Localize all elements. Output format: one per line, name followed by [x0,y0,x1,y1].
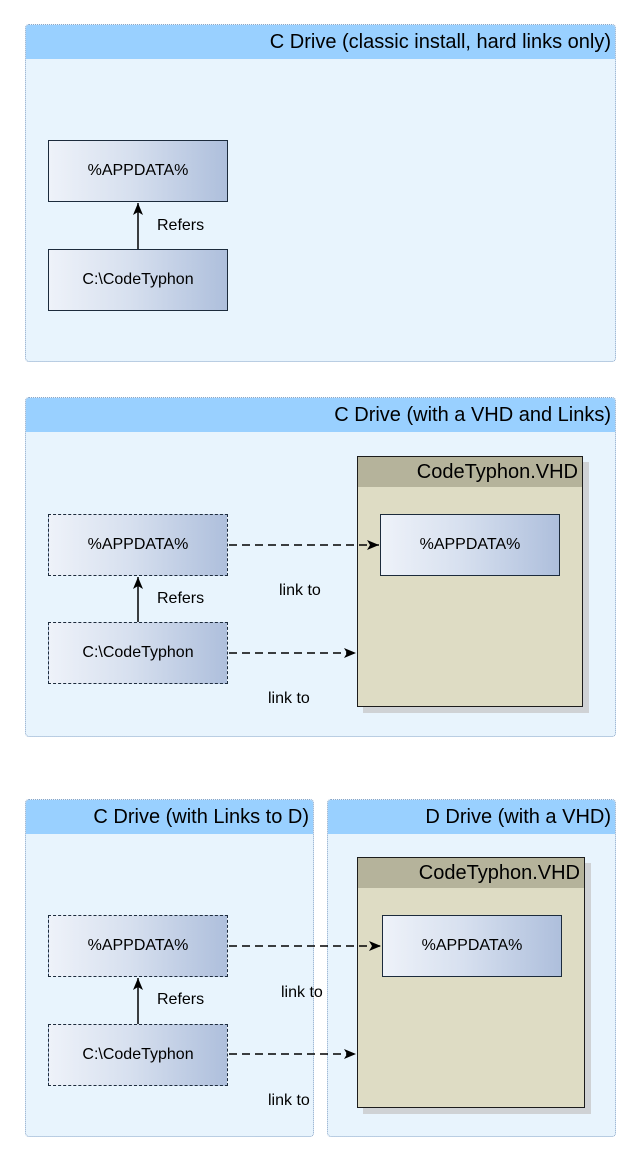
appdata-node-label: %APPDATA% [87,937,189,954]
codetyphon-node: C:\CodeTyphon [48,1024,228,1086]
vhd-header: CodeTyphon.VHD [358,457,582,487]
c-drive-vhd-title: C Drive (with a VHD and Links) [334,404,611,426]
vhd-appdata-node-label: %APPDATA% [419,536,521,553]
codetyphon-node: C:\CodeTyphon [48,622,228,684]
vhd-title: CodeTyphon.VHD [418,862,580,884]
vhd-title: CodeTyphon.VHD [416,461,578,483]
link-to-label: link to [279,582,321,599]
codetyphon-node-label: C:\CodeTyphon [82,271,194,288]
codetyphon-node: C:\CodeTyphon [48,249,228,311]
c-drive-classic-header: C Drive (classic install, hard links onl… [26,25,615,59]
appdata-node: %APPDATA% [48,915,228,977]
d-drive-header: D Drive (with a VHD) [328,800,615,834]
vhd-container: CodeTyphon.VHD [357,857,585,1108]
vhd-appdata-node-label: %APPDATA% [421,937,523,954]
link-to-label: link to [268,690,310,707]
link-to-label: link to [281,984,323,1001]
c-drive-classic-title: C Drive (classic install, hard links onl… [269,31,611,53]
appdata-node-label: %APPDATA% [87,536,189,553]
c-drive-vhd-header: C Drive (with a VHD and Links) [26,398,615,432]
c-drive-links-header: C Drive (with Links to D) [26,800,313,834]
vhd-header: CodeTyphon.VHD [358,858,584,888]
d-drive-title: D Drive (with a VHD) [425,806,611,828]
refers-label: Refers [157,991,205,1008]
c-drive-links-title: C Drive (with Links to D) [93,806,309,828]
vhd-container: CodeTyphon.VHD [357,456,583,707]
appdata-node: %APPDATA% [48,514,228,576]
appdata-node-label: %APPDATA% [87,162,189,179]
vhd-appdata-node: %APPDATA% [382,915,562,977]
codetyphon-node-label: C:\CodeTyphon [82,1046,194,1063]
appdata-node: %APPDATA% [48,140,228,202]
vhd-appdata-node: %APPDATA% [380,514,560,576]
link-to-label: link to [268,1092,310,1109]
refers-label: Refers [157,590,205,607]
codetyphon-node-label: C:\CodeTyphon [82,644,194,661]
refers-label: Refers [157,217,205,234]
